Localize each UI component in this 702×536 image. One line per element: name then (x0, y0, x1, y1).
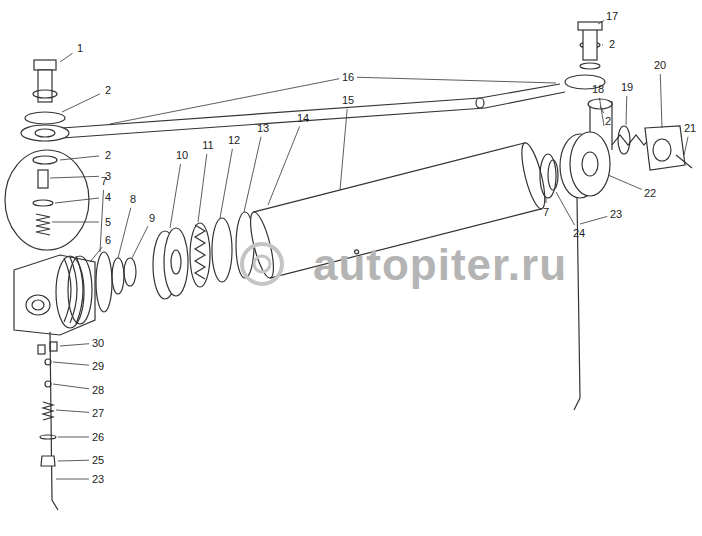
leader-line (110, 79, 339, 124)
callout-number: 5 (105, 217, 111, 228)
leader-line (220, 149, 232, 218)
callout-number: 10 (176, 150, 188, 161)
callout-number: 28 (92, 385, 104, 396)
leader-line (244, 137, 261, 212)
leader-line (684, 137, 688, 155)
leader-line (268, 126, 300, 205)
leader-line (56, 479, 89, 480)
leader-line (170, 164, 181, 228)
callout-number: 7 (543, 207, 549, 218)
leader-line (60, 53, 73, 62)
leader-line (58, 437, 89, 438)
callout-number: 8 (130, 194, 136, 205)
leader-line (52, 222, 99, 223)
leader-line (357, 77, 556, 83)
callout-number: 23 (610, 209, 622, 220)
callout-number: 7 (101, 176, 107, 187)
leader-line (626, 96, 628, 125)
leader-line (546, 198, 547, 203)
callout-number: 20 (654, 60, 666, 71)
watermark: autopiter.ru (313, 243, 567, 287)
callout-number: 4 (105, 192, 111, 203)
callout-number: 2 (609, 39, 615, 50)
leader-line (56, 410, 89, 412)
callout-number: 12 (228, 135, 240, 146)
callout-number: 19 (621, 82, 633, 93)
leader-line (602, 44, 603, 45)
callout-number: 22 (644, 188, 656, 199)
leader-line (340, 109, 347, 190)
leader-line (132, 226, 148, 258)
leader-line (598, 20, 604, 24)
callout-number: 23 (92, 474, 104, 485)
callout-number: 14 (297, 113, 309, 124)
leader-line (55, 198, 99, 203)
leader-line (660, 74, 662, 128)
leader-line (60, 156, 99, 160)
callout-number: 24 (573, 228, 585, 239)
leader-line (599, 98, 604, 126)
callout-number: 30 (92, 338, 104, 349)
callout-number: 25 (92, 455, 104, 466)
callout-number: 11 (202, 140, 213, 151)
callout-number: 2 (105, 150, 111, 161)
leader-line (53, 362, 89, 365)
leader-line (118, 208, 131, 258)
leader-line (556, 192, 575, 225)
leader-line (53, 384, 89, 389)
leader-line (580, 216, 607, 224)
callout-number: 9 (149, 213, 155, 224)
callout-number: 6 (105, 235, 111, 246)
callout-number: 2 (605, 116, 611, 127)
leader-line (60, 344, 89, 346)
leader-line (198, 154, 207, 222)
callout-number: 21 (684, 123, 696, 134)
leader-line (50, 176, 99, 178)
callout-number: 1 (77, 43, 83, 54)
callout-number: 13 (257, 123, 269, 134)
leader-line (608, 175, 642, 189)
leader-line (58, 460, 89, 462)
leader-line (100, 190, 103, 252)
callout-number: 26 (92, 432, 104, 443)
callout-number: 2 (105, 85, 111, 96)
callout-number: 17 (606, 11, 618, 22)
callout-number: 15 (342, 95, 354, 106)
callout-number: 29 (92, 361, 104, 372)
callout-number: 16 (342, 72, 354, 83)
callout-number: 18 (592, 84, 604, 95)
callout-number: 27 (92, 408, 104, 419)
leader-line (62, 94, 100, 112)
